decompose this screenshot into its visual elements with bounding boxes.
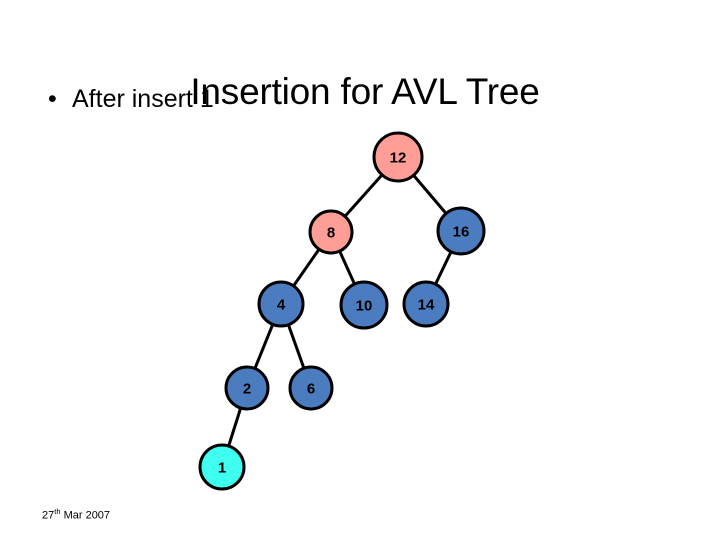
list-item-label: After insert 1 <box>72 85 214 113</box>
tree-node-circle-6 <box>288 365 334 411</box>
tree-node-circle-1 <box>198 443 246 491</box>
tree-node-circle-2 <box>224 365 270 411</box>
tree-node-label-14: 14 <box>418 297 435 314</box>
tree-node-label-6: 6 <box>307 381 315 398</box>
page-title: Insertion for AVL Tree <box>190 70 540 112</box>
tree-node-16[interactable]: 16 <box>436 206 486 256</box>
tree-node-6[interactable]: 6 <box>288 365 334 411</box>
tree-node-label-1: 1 <box>218 460 226 477</box>
tree-node-label-10: 10 <box>356 298 373 315</box>
tree-node-label-4: 4 <box>277 297 286 314</box>
footer-date-rest: Mar 2007 <box>60 509 111 522</box>
list-item: • After insert 1 <box>40 84 640 114</box>
tree-node-circle-10 <box>339 280 389 330</box>
tree-node-12[interactable]: 12 <box>372 131 424 183</box>
tree-node-label-8: 8 <box>327 225 335 242</box>
footer-date-suffix: th <box>54 507 61 516</box>
footer-date: 27th Mar 2007 <box>42 508 110 523</box>
footer-date-day: 27 <box>42 509 55 522</box>
tree-node-2[interactable]: 2 <box>224 365 270 411</box>
tree-node-8[interactable]: 8 <box>308 209 354 255</box>
tree-node-10[interactable]: 10 <box>339 280 389 330</box>
bullet-icon: • <box>48 85 57 113</box>
tree-node-circle-16 <box>436 206 486 256</box>
tree-node-layer: 12 8 16 4 10 14 2 6 1 <box>198 131 486 491</box>
tree-node-circle-12 <box>372 131 424 183</box>
tree-node-label-16: 16 <box>453 224 470 241</box>
tree-node-1[interactable]: 1 <box>198 443 246 491</box>
tree-node-circle-8 <box>308 209 354 255</box>
tree-node-circle-14 <box>402 280 450 328</box>
tree-node-label-2: 2 <box>243 381 251 398</box>
tree-node-label-12: 12 <box>390 150 407 167</box>
tree-node-14[interactable]: 14 <box>402 280 450 328</box>
tree-node-4[interactable]: 4 <box>257 280 305 328</box>
bullet-list: • After insert 1 <box>40 84 640 114</box>
tree-node-circle-4 <box>257 280 305 328</box>
